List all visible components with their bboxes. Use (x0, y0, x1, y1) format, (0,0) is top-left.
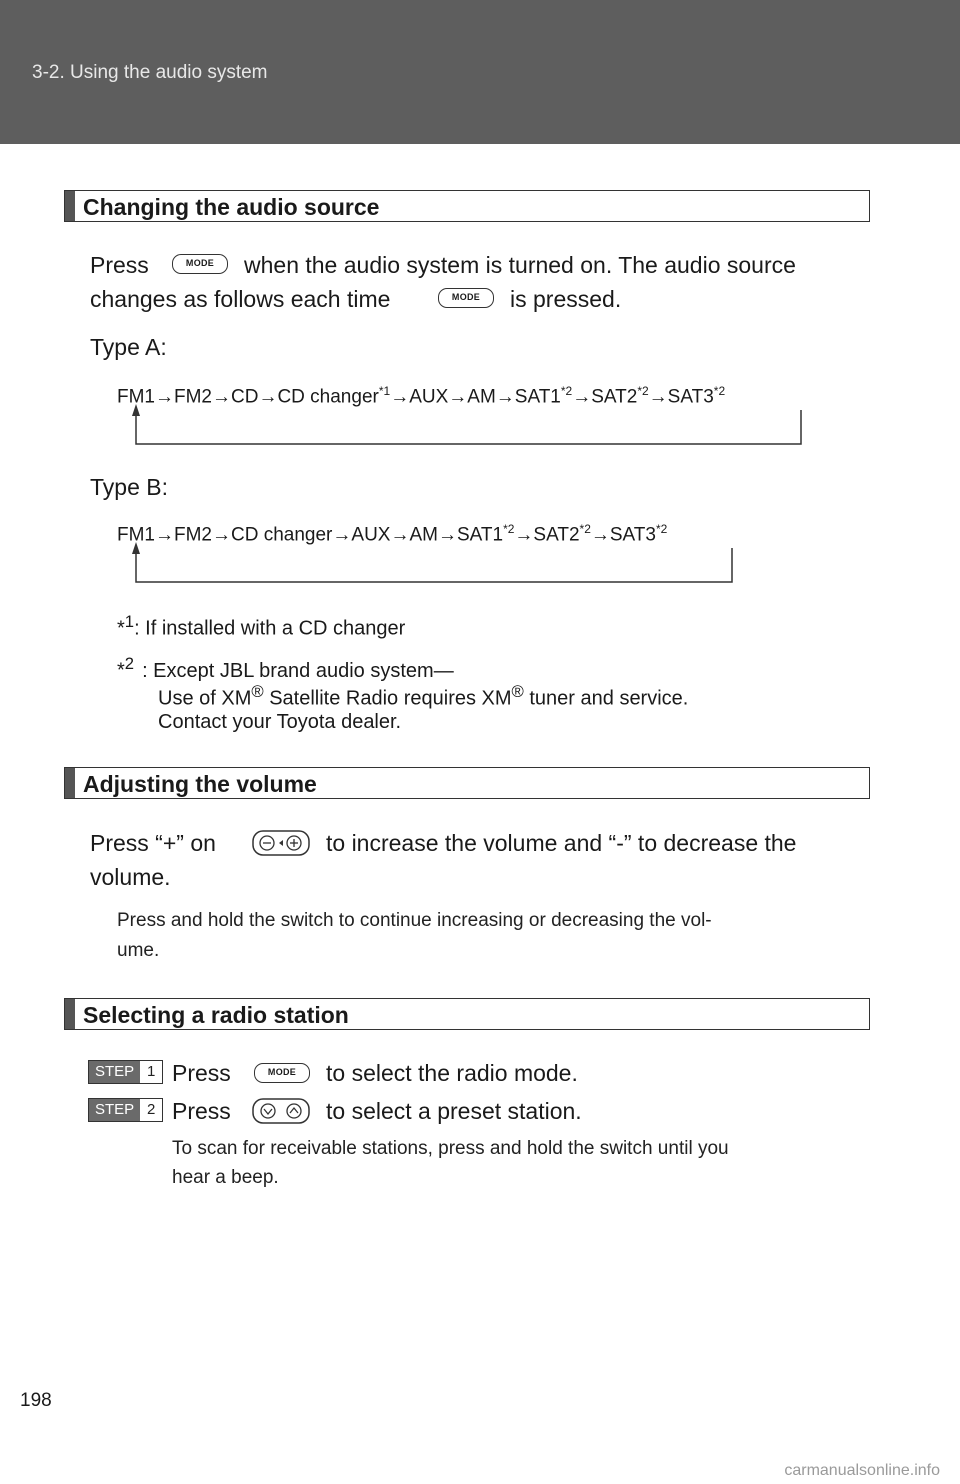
footnote-text: : If installed with a CD changer (134, 617, 406, 640)
footnote-sup: 2 (124, 654, 135, 673)
audio-source-line2-post: is pressed. (510, 286, 622, 312)
section-title-radio: Selecting a radio station (64, 998, 870, 1030)
mode-button-icon: MODE (172, 254, 228, 274)
chain-footnote-mark: *1 (378, 384, 391, 398)
registered-mark: ® (511, 682, 524, 701)
chain-arrow: → (332, 524, 352, 546)
chain-arrow: → (437, 524, 457, 546)
section-title-text: Adjusting the volume (83, 771, 317, 797)
type-b-label: Type B: (90, 474, 168, 500)
footnote-star: * (117, 617, 125, 640)
footnote-2-line3: Contact your Toyota dealer. (158, 711, 402, 733)
chain-item: SAT1 (456, 524, 504, 546)
volume-line2: volume. (90, 864, 171, 890)
chain-footnote-mark: *2 (655, 522, 668, 536)
section-title-volume: Adjusting the volume (64, 767, 870, 799)
step1-post: to select the radio mode. (326, 1060, 578, 1086)
registered-mark: ® (251, 682, 264, 701)
step-2-badge: STEP 2 (88, 1098, 164, 1122)
footnote-text: : Except JBL brand audio system— (142, 659, 454, 682)
loop-arrow-b (132, 542, 733, 583)
volume-line1-pre: Press “+” on (90, 830, 216, 856)
chain-item: SAT3 (667, 386, 714, 408)
radio-note-line1: To scan for receivable stations, press a… (172, 1138, 729, 1159)
chain-item: FM1 (117, 386, 155, 408)
audio-source-line2-pre: changes as follows each time (90, 286, 391, 312)
footnote-2-line2: Use of XM® Satellite Radio requires XM® … (158, 682, 689, 710)
chain-arrow: → (155, 386, 174, 408)
chain-arrow: → (572, 386, 592, 408)
section-accent (65, 999, 75, 1029)
mode-button-icon: MODE (254, 1063, 310, 1083)
chain-arrow: → (390, 386, 410, 408)
chain-item: SAT2 (533, 524, 580, 546)
chain-footnote-mark: *2 (503, 522, 515, 536)
watermark: carmanualsonline.info (784, 1462, 940, 1479)
chain-item: AUX (409, 386, 449, 408)
section-accent (65, 768, 75, 798)
chain-arrow: → (590, 524, 610, 546)
chain-footnote-mark: *2 (713, 384, 726, 398)
step1-pre: Press (172, 1060, 231, 1086)
chain-arrow: → (258, 386, 278, 408)
chain-footnote-mark: *2 (560, 384, 573, 398)
section-breadcrumb: 3-2. Using the audio system (32, 62, 268, 83)
chain-arrow: → (212, 524, 231, 546)
step-number: 2 (140, 1099, 163, 1121)
chain-item: SAT1 (514, 386, 561, 408)
chain-footnote-mark: *2 (579, 522, 591, 536)
chain-item: FM2 (174, 524, 212, 546)
chain-arrow: → (648, 386, 668, 408)
loop-arrow-a (132, 404, 802, 445)
section-title-audio-source: Changing the audio source (64, 190, 870, 222)
step-label: STEP (89, 1061, 141, 1083)
section-title-text: Changing the audio source (83, 194, 380, 220)
page-number: 198 (20, 1390, 52, 1411)
chain-item: AUX (351, 524, 391, 546)
chain-item: FM2 (174, 386, 212, 408)
radio-note-line2: hear a beep. (172, 1167, 279, 1188)
chain-arrow: → (212, 386, 231, 408)
chain-item: CD changer (277, 386, 379, 408)
chain-arrow: → (514, 524, 534, 546)
chain-item: SAT2 (591, 386, 638, 408)
step-1-badge: STEP 1 (88, 1060, 164, 1084)
volume-switch-icon (252, 830, 310, 856)
chain-arrow: → (495, 386, 515, 408)
chain-item: CD (231, 386, 259, 408)
chain-item: FM1 (117, 524, 155, 546)
section-accent (65, 191, 75, 221)
chain-item: SAT3 (609, 524, 656, 546)
chain-item: AM (409, 524, 438, 546)
chain-arrow: → (390, 524, 410, 546)
step2-pre: Press (172, 1098, 231, 1124)
chain-footnote-mark: *2 (637, 384, 649, 398)
type-a-label: Type A: (90, 334, 167, 360)
source-chain-b: FM1→FM2→CD changer→AUX→AM→SAT1*2→SAT2*2→… (117, 522, 667, 546)
audio-source-line1-pre: Press (90, 252, 149, 278)
footnote-2: *2 : Except JBL brand audio system— (117, 652, 454, 683)
chain-arrow: → (448, 386, 468, 408)
chain-item: AM (467, 386, 496, 408)
step2-post: to select a preset station. (326, 1098, 582, 1124)
audio-source-line1-post: when the audio system is turned on. The … (244, 252, 796, 278)
footnote-star: * (117, 659, 125, 682)
volume-line1-post: to increase the volume and “-” to decrea… (326, 830, 797, 856)
chain-arrow: → (155, 524, 174, 546)
mode-button-icon: MODE (438, 288, 494, 308)
step-number: 1 (140, 1061, 163, 1083)
footnote-sup: 1 (124, 612, 135, 631)
footnote-1: *1: If installed with a CD changer (117, 610, 405, 641)
volume-note-line2: ume. (117, 940, 160, 961)
source-chain-a: FM1→FM2→CD→CD changer*1→AUX→AM→SAT1*2→SA… (117, 384, 725, 408)
volume-note-line1: Press and hold the switch to continue in… (117, 910, 712, 931)
header-band: 3-2. Using the audio system (0, 0, 960, 144)
section-title-text: Selecting a radio station (83, 1002, 349, 1028)
preset-switch-icon (252, 1098, 310, 1124)
step-label: STEP (89, 1099, 141, 1121)
chain-item: CD changer (231, 524, 333, 546)
